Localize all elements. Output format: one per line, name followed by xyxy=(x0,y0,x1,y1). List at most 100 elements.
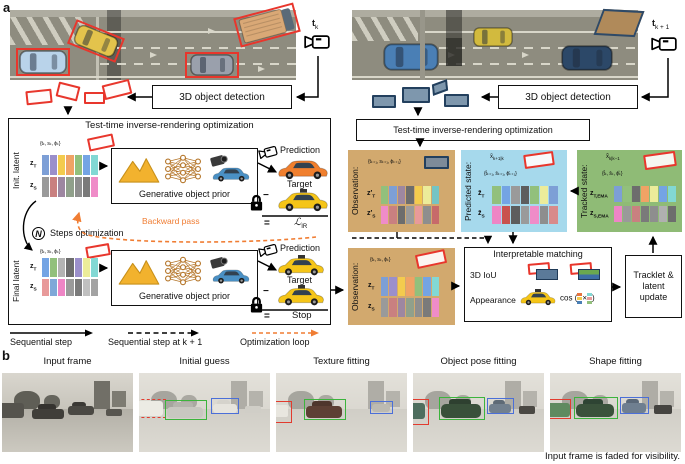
observation-2-title: Observation: xyxy=(350,262,360,311)
sdf-mountains-icon xyxy=(118,158,160,183)
bbox-red xyxy=(413,399,429,425)
cos-close: ) xyxy=(592,293,595,303)
z-sub: T xyxy=(371,286,375,292)
iou-boxes-1 xyxy=(527,262,562,284)
x-base: x̄ xyxy=(490,154,493,160)
latent-shape-stripes xyxy=(381,298,439,317)
lane-line xyxy=(352,76,638,78)
detection-chip-blue xyxy=(402,87,430,103)
equals-sign-2: = xyxy=(264,311,270,322)
bbox-blue xyxy=(487,398,514,414)
z-sub: S xyxy=(33,186,37,192)
z-texture-obs-label: z′T xyxy=(367,190,375,199)
z-shape-label: zS xyxy=(30,182,37,192)
generative-prior-label-2: Generative object prior xyxy=(138,291,231,301)
road-arrow xyxy=(208,28,215,34)
latent-shape-stripes xyxy=(492,206,559,224)
z-texture-obs2-label: zT xyxy=(368,282,375,292)
lane-line xyxy=(10,76,296,78)
sum-line-2 xyxy=(262,309,328,311)
latent-texture-stripes xyxy=(492,186,559,204)
photo-pose-fitting xyxy=(413,373,544,452)
final-latent-label: Final latent xyxy=(11,260,21,302)
sidewalk xyxy=(10,10,296,17)
steps-optimization-label: Steps optimization xyxy=(50,228,124,238)
bbox-green xyxy=(439,397,485,420)
observation-2-pose: {tₖ, sₖ, ϕₖ} xyxy=(370,257,391,263)
road-arrow xyxy=(150,52,157,58)
camera-label-sub: k xyxy=(315,23,319,31)
car-top-icon xyxy=(190,54,234,76)
lane-line xyxy=(100,47,296,49)
latent-texture-stripes xyxy=(381,186,439,204)
lock-icon xyxy=(249,194,264,212)
photo-texture-fitting xyxy=(276,373,407,452)
car-top-icon xyxy=(561,45,613,71)
z-base: z xyxy=(368,303,372,310)
prediction-label-2: Prediction xyxy=(280,243,321,253)
bbox-green xyxy=(574,397,618,419)
road-arrow xyxy=(522,52,529,58)
z-sub: S xyxy=(372,214,376,220)
latent-texture-stripes xyxy=(614,186,676,202)
panel-b-label: b xyxy=(2,348,10,363)
neural-network-icon xyxy=(164,256,202,286)
z-sub: S xyxy=(481,214,485,220)
times-sign: × xyxy=(582,293,588,303)
tracked-title: Tracked state: xyxy=(579,164,589,218)
lane-line xyxy=(422,31,638,33)
loss-label: ℒIR xyxy=(294,217,307,230)
matching-title: Interpretable matching xyxy=(493,249,583,259)
target-label-1: Target xyxy=(287,179,313,189)
video-camera-icon xyxy=(651,37,677,51)
detection-box-k1-label: 3D object detection xyxy=(525,91,611,103)
render-car-camera-icon xyxy=(210,155,250,182)
tracked-pose: {t̂ₖ, ŝₖ, ϕ̂ₖ} xyxy=(602,171,623,177)
z-shape-label: zS xyxy=(30,283,37,292)
detection-box-k-label: 3D object detection xyxy=(179,91,265,103)
latent-shape-stripes xyxy=(614,206,676,222)
lane-line xyxy=(100,31,296,33)
photo-label-input-frame: Input frame xyxy=(43,356,92,367)
right-opt-box-label: Test-time inverse-rendering optimization xyxy=(393,125,553,135)
inverse-rendering-title: Test-time inverse-rendering optimization xyxy=(85,120,254,131)
z-texture-label: zT xyxy=(30,263,37,273)
z-base: z xyxy=(30,160,34,167)
bbox-red xyxy=(276,401,292,423)
detection-chip-blue xyxy=(372,95,396,108)
latent-texture-stripes xyxy=(42,155,98,175)
target-taxi-icon xyxy=(278,285,324,306)
detection-chip-red xyxy=(84,92,105,104)
predicted-x-label: x̄k+1|k xyxy=(490,154,504,161)
tracklet-update-label: Tracklet & latent update xyxy=(633,269,674,303)
pose-label-final: {tₖ, sₖ, ϕₖ} xyxy=(40,249,61,255)
matching-box xyxy=(464,247,612,322)
camera-label-base: t xyxy=(312,18,315,28)
iou-label: 3D IoU xyxy=(470,270,497,280)
bbox-blue xyxy=(370,401,393,414)
z-base: z xyxy=(368,282,372,289)
photo-label-pose-fitting: Object pose fitting xyxy=(440,356,517,367)
target-label-2: Target xyxy=(287,275,313,285)
lane-line xyxy=(422,47,638,49)
observation-1-title: Observation: xyxy=(350,166,360,216)
z-shape-obs-label: z′S xyxy=(367,210,376,220)
appearance-label: Appearance xyxy=(470,295,516,305)
z-sub: T xyxy=(33,267,37,273)
predicted-taxi-icon xyxy=(278,255,324,276)
detection-chip-gray xyxy=(424,156,449,169)
detected-car-blue xyxy=(16,48,70,76)
bbox-blue xyxy=(620,397,649,414)
z-base: z xyxy=(30,182,34,189)
detection-chip-red xyxy=(55,81,81,102)
road-arrow xyxy=(258,66,265,72)
cos-latent-chip-b xyxy=(587,293,593,304)
car-top-icon xyxy=(473,27,513,47)
z-base: z̄ xyxy=(478,210,482,217)
x-sub: k+1|k xyxy=(493,156,504,162)
z-shape-ema-label: zS,EMA xyxy=(590,210,609,219)
detection-box-k: 3D object detection xyxy=(152,85,292,109)
prediction-label-1: Prediction xyxy=(280,145,321,155)
lock-icon xyxy=(249,296,264,314)
